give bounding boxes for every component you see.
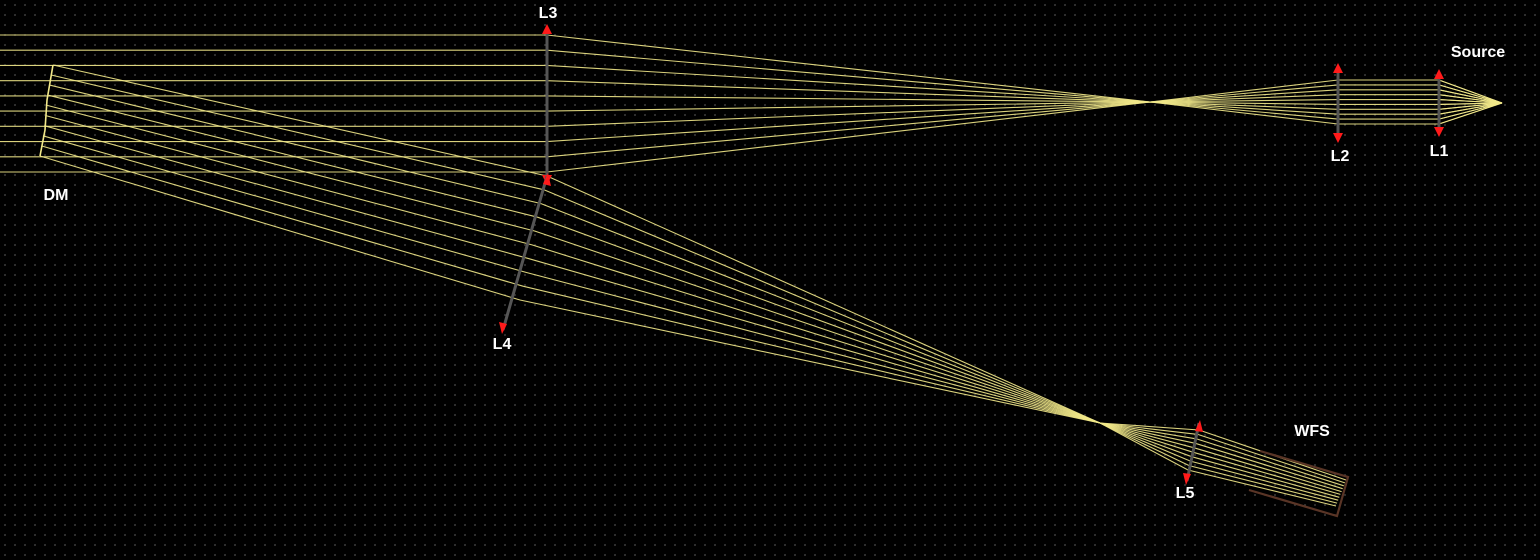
light-ray [1438,94,1503,104]
lens-l4-arrow-bottom [499,322,507,334]
deformable-mirror [39,64,54,157]
light-ray [51,74,1346,484]
light-rays [0,34,1503,507]
wfs-label: WFS [1294,423,1330,440]
lens-l1-arrow-top [1434,69,1444,79]
wavefront-sensor-housing [1248,449,1350,518]
lens-l2[interactable] [1333,63,1343,143]
lens-l5-body [1185,422,1201,482]
light-ray [0,34,1503,104]
lens-l4[interactable] [499,173,551,334]
lens-l5-arrow-top [1195,420,1203,432]
light-ray [41,145,1338,504]
light-ray [39,155,1337,507]
source-label: Source [1450,44,1506,61]
light-ray [42,135,1339,501]
light-ray [52,64,1347,481]
light-ray [47,104,1342,493]
lens-l1-arrow-bottom [1434,127,1444,137]
lens-l3-arrow-top [542,24,552,34]
l4-label: L4 [492,336,512,353]
light-ray [0,80,1503,104]
l5-label: L5 [1175,485,1195,502]
light-ray [1438,102,1503,125]
light-ray [0,101,1503,173]
lens-l4-body [501,175,549,331]
l2-label: L2 [1330,148,1350,165]
lens-l4-arrow-top [543,173,551,186]
light-ray [1438,102,1503,105]
light-ray [1438,102,1503,120]
lens-l1[interactable] [1434,69,1444,137]
l3-label: L3 [538,5,558,22]
l1-label: L1 [1429,143,1449,160]
light-ray [1438,84,1503,104]
light-ray [1438,79,1503,104]
light-ray [49,84,1344,487]
lens-l2-arrow-top [1333,63,1343,73]
lens-l2-arrow-bottom [1333,133,1343,143]
light-ray [1438,99,1503,104]
dm-label: DM [43,187,69,204]
lens-l5-arrow-bottom [1183,473,1191,485]
light-ray [1438,102,1503,115]
lens-l5[interactable] [1183,420,1203,485]
light-ray [1438,89,1503,104]
light-ray [1438,102,1503,110]
lens-l3[interactable] [542,24,552,185]
light-ray [0,101,1503,127]
